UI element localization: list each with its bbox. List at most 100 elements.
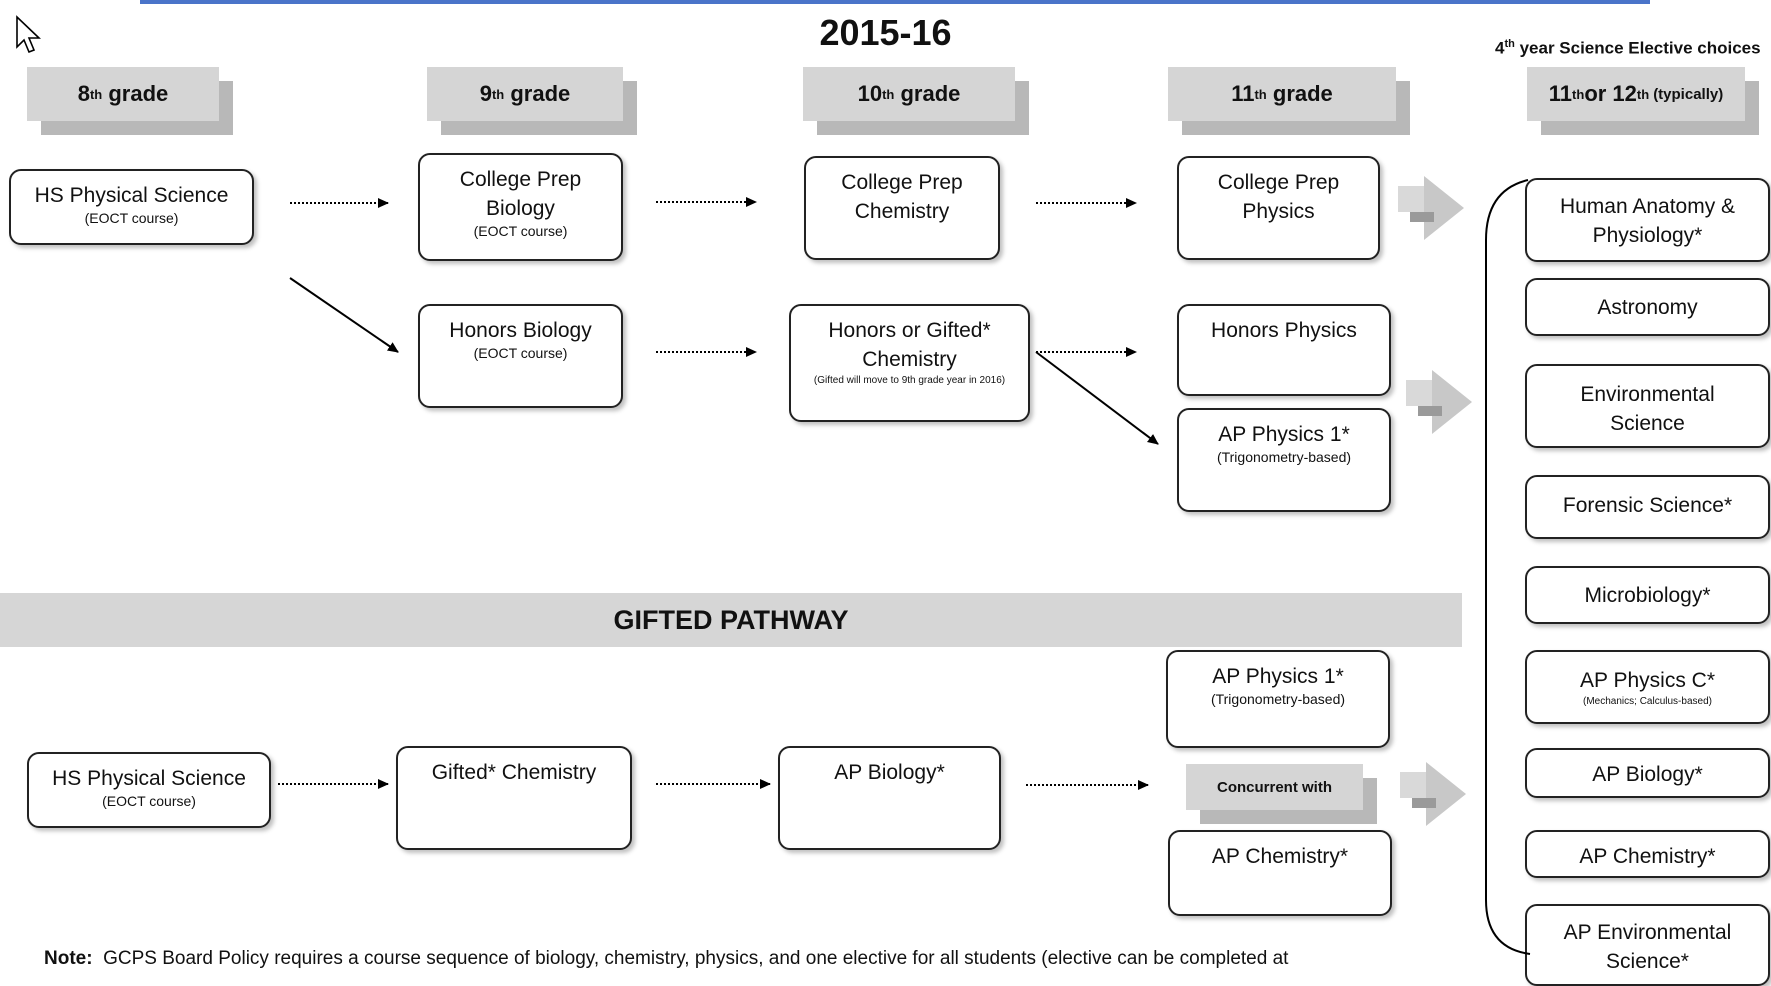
elective-heading-sup: th [1504, 38, 1515, 50]
course-name: HS Physical Science [34, 184, 229, 207]
course-cp-chemistry: College Prep Chemistry [804, 156, 1000, 260]
grade-label: grade [510, 81, 571, 106]
course-name: Chemistry [854, 200, 950, 223]
elective-microbiology: Microbiology* [1525, 566, 1770, 624]
course-name: Astronomy [1597, 296, 1698, 319]
course-name: Biology [486, 197, 555, 220]
elective-astronomy: Astronomy [1525, 278, 1770, 336]
top-rule [140, 0, 1650, 4]
grade-label: grade [1272, 81, 1333, 106]
course-note: (EOCT course) [84, 210, 179, 226]
grade-sup: th [882, 86, 895, 102]
elective-ap-physics-c: AP Physics C* (Mechanics; Calculus-based… [1525, 650, 1770, 724]
course-note: (EOCT course) [102, 793, 196, 809]
course-note: (EOCT course) [473, 345, 568, 361]
course-name: Environmental [1580, 383, 1715, 406]
block-arrow-bottom [1400, 762, 1466, 826]
elective-heading: 4th year Science Elective choices [1495, 38, 1761, 59]
elective-forensic-science: Forensic Science* [1525, 475, 1770, 539]
elective-bracket [1485, 179, 1531, 955]
course-name: Honors Physics [1211, 319, 1357, 342]
course-cp-biology: College Prep Biology (EOCT course) [418, 153, 623, 261]
course-name: Honors or Gifted* [828, 319, 991, 342]
arrow-hs-to-honbio [289, 277, 399, 353]
grade-ordinal: 11 [1231, 81, 1255, 106]
footnote-text: GCPS Board Policy requires a course sequ… [103, 948, 1289, 969]
elective-heading-ordinal: 4 [1495, 38, 1505, 58]
grade-ordinal: 8 [77, 81, 90, 106]
arrow-honchem-to-ap1 [1035, 351, 1159, 445]
course-name: Science* [1606, 950, 1689, 973]
grade-sup: th [1572, 86, 1585, 102]
gifted-course-ap-biology: AP Biology* [778, 746, 1001, 850]
gifted-pathway-banner: GIFTED PATHWAY [0, 593, 1462, 647]
grade-sup: th [89, 86, 103, 102]
course-name: College Prep [459, 168, 582, 191]
concurrent-with-label: Concurrent with [1186, 764, 1363, 810]
course-honors-chemistry: Honors or Gifted* Chemistry (Gifted will… [789, 304, 1030, 422]
gifted-course-ap-physics-1: AP Physics 1* (Trigonometry-based) [1166, 650, 1390, 748]
course-name: College Prep [841, 171, 963, 194]
course-honors-physics: Honors Physics [1177, 304, 1391, 396]
course-name: AP Chemistry* [1579, 845, 1716, 868]
grade-ordinal: or 12 [1584, 81, 1637, 106]
course-name: Honors Biology [449, 319, 592, 342]
elective-ap-biology: AP Biology* [1525, 748, 1770, 798]
grade-ordinal: 10 [857, 81, 883, 106]
course-note: (Gifted will move to 9th grade year in 2… [813, 375, 1006, 386]
course-name: Physics [1242, 200, 1315, 223]
course-hs-physical-science: HS Physical Science (EOCT course) [9, 169, 254, 245]
course-note: (Trigonometry-based) [1210, 691, 1346, 707]
footnote: Note: GCPS Board Policy requires a cours… [44, 944, 1444, 974]
mouse-cursor-icon [16, 15, 41, 54]
elective-environmental-science: Environmental Science [1525, 364, 1770, 448]
course-name: Gifted* Chemistry [431, 761, 597, 784]
course-name: Forensic Science* [1562, 494, 1733, 517]
course-name: AP Physics 1* [1212, 665, 1344, 688]
elective-ap-chemistry: AP Chemistry* [1525, 830, 1770, 878]
elective-ap-environmental-science: AP Environmental Science* [1525, 904, 1770, 986]
course-ap-physics-1: AP Physics 1* (Trigonometry-based) [1177, 408, 1391, 512]
course-name: AP Physics 1* [1218, 423, 1350, 446]
course-note: (Mechanics; Calculus-based) [1583, 696, 1712, 707]
grade-label: grade [900, 81, 961, 106]
course-name: AP Chemistry* [1211, 845, 1349, 868]
course-note: (EOCT course) [473, 223, 568, 239]
gifted-course-chemistry: Gifted* Chemistry [396, 746, 632, 850]
course-name: AP Biology* [1592, 763, 1703, 786]
grade-sup: th [1636, 86, 1650, 102]
block-arrow-middle [1406, 370, 1472, 434]
grade-sup: th [491, 86, 505, 102]
grade-note: (typically) [1653, 85, 1724, 103]
course-name: Human Anatomy & [1559, 195, 1736, 218]
course-name: AP Physics C* [1580, 669, 1715, 692]
grade-sup: th [1254, 86, 1267, 102]
course-name: Microbiology* [1584, 584, 1711, 607]
course-name: AP Environmental [1563, 921, 1732, 944]
elective-human-anatomy: Human Anatomy & Physiology* [1525, 178, 1770, 262]
elective-heading-text: year Science Elective choices [1514, 38, 1761, 58]
course-name: Science [1610, 412, 1685, 435]
grade-label: grade [108, 81, 169, 106]
gifted-course-ap-chemistry: AP Chemistry* [1168, 830, 1392, 916]
course-name: Physiology* [1592, 224, 1703, 247]
block-arrow-top [1398, 176, 1464, 240]
gifted-course-hs-physical-science: HS Physical Science (EOCT course) [27, 752, 271, 828]
course-honors-biology: Honors Biology (EOCT course) [418, 304, 623, 408]
grade-ordinal: 9 [479, 81, 492, 106]
course-name: College Prep [1217, 171, 1340, 194]
footnote-label: Note: [44, 948, 93, 969]
course-name: HS Physical Science [52, 767, 246, 790]
page-title: 2015-16 [819, 12, 952, 53]
course-name: AP Biology* [834, 761, 945, 784]
course-cp-physics: College Prep Physics [1177, 156, 1380, 260]
course-note: (Trigonometry-based) [1216, 449, 1352, 465]
grade-ordinal: 11 [1548, 81, 1573, 106]
course-name: Chemistry [862, 348, 957, 371]
